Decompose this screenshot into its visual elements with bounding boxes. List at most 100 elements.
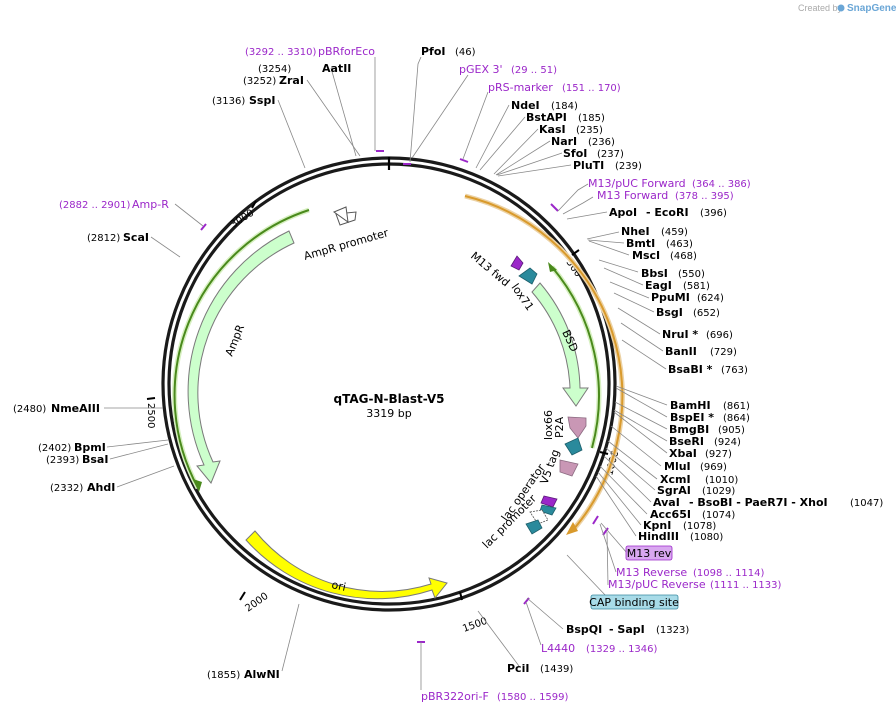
site-name-bsgi: BsgI: [656, 306, 683, 319]
site-name-bspqi: BspQI: [566, 623, 602, 636]
leader-pluti: [497, 164, 572, 177]
site-pos-nhei: (459): [661, 227, 688, 238]
orf-green-right: [551, 266, 600, 449]
site-name-aatii: AatII: [322, 62, 351, 75]
site-pos-banii: (729): [710, 347, 737, 358]
site-pos-aatii: (3254): [258, 64, 291, 75]
primer-range-m13-fwd: (378 .. 395): [675, 191, 734, 202]
primer-range-prs: (151 .. 170): [562, 83, 621, 94]
site-name-scai: ScaI: [123, 231, 149, 244]
site-name-alwni: AlwNI: [244, 668, 280, 681]
site-extra-apoi: - EcoRI: [646, 206, 689, 219]
site-pos-bspei: (864): [723, 413, 750, 424]
leader-bamhi: [615, 385, 668, 406]
site-pos-nmeaiii: (2480): [13, 404, 46, 415]
site-name-bseri: BseRI: [669, 435, 704, 448]
ampr-arrow: [187, 230, 295, 484]
leader-nari: [495, 140, 551, 176]
site-name-ppumi: PpuMI: [651, 291, 690, 304]
tick-500: [571, 249, 580, 256]
leader-bsabi: [621, 339, 667, 370]
leader-sspi: [277, 99, 306, 169]
site-name-nrui: NruI *: [662, 328, 698, 341]
leader-bbsi: [598, 259, 639, 273]
site-pos-bsai: (2393): [46, 455, 79, 466]
site-pos-sfoi: (237): [597, 149, 624, 160]
primer-mark-m13-puc-rev: [602, 527, 609, 536]
site-pos-zrai: (3252): [243, 76, 276, 87]
pink-feature-2-icon: [559, 459, 579, 477]
site-pos-bpmi: (2402): [38, 443, 71, 454]
tick-1000: [599, 451, 609, 455]
primer-name-m13-fwd: M13 Forward: [597, 189, 668, 202]
bsd-arrow: [531, 282, 589, 407]
site-pos-xbai: (927): [705, 449, 732, 460]
primer-range-l4440: (1329 .. 1346): [586, 644, 658, 655]
ampr-label: AmpR: [223, 322, 247, 358]
site-pos-ndei: (184): [551, 101, 578, 112]
primer-name-pbrforeco: pBRforEco: [318, 45, 375, 58]
leader-lines: [104, 56, 668, 690]
site-name-sgrai: SgrAI: [657, 484, 691, 497]
site-pos-bseri: (924): [714, 437, 741, 448]
lox66-label: lox66: [542, 410, 555, 440]
site-name-bsabi: BsaBI *: [668, 363, 713, 376]
site-name-xbai: XbaI: [669, 447, 697, 460]
site-pos-msci: (468): [670, 251, 697, 262]
site-name-sfoi: SfoI: [563, 147, 587, 160]
leader-pcii: [477, 610, 520, 667]
leader-bspei: [615, 387, 668, 418]
lox66-arrow-icon: [564, 437, 583, 456]
leader-bmti: [587, 239, 625, 244]
leader-sfoi: [496, 152, 563, 176]
m13-rev-box-label: M13 rev: [627, 547, 672, 560]
cap-binding-box: [590, 594, 679, 610]
lox71-label: lox71: [509, 281, 537, 313]
site-name-xcmi: XcmI: [660, 473, 691, 486]
leader-bsgi: [613, 292, 655, 313]
site-name-banii: BanII: [665, 345, 697, 358]
tick-label-1500: 1500: [461, 616, 489, 635]
leader-sgrai: [605, 447, 656, 491]
site-pos-bspqi: (1323): [656, 625, 689, 636]
site-name-bpmi: BpmI: [74, 441, 106, 454]
site-name-nari: NarI: [551, 135, 577, 148]
watermark-text: Created by: [798, 3, 843, 13]
site-pos-nrui: (696): [706, 330, 733, 341]
primer-mark-m13-fwd: [550, 203, 559, 212]
site-name-ahdi: AhdI: [87, 481, 115, 494]
site-pos-pfoi: (46): [455, 47, 476, 58]
site-name-nmeaiii: NmeAIII: [51, 402, 100, 415]
site-pos-xcmi: (1010): [705, 475, 738, 486]
leader-msci: [588, 240, 630, 256]
leader-xbai: [613, 411, 668, 454]
site-pos-nari: (236): [588, 137, 615, 148]
site-pos-ahdi: (2332): [50, 483, 83, 494]
leader-m13-fwd: [562, 196, 594, 215]
leader-banii: [620, 322, 664, 352]
leader-m13-rev-box: [600, 522, 628, 554]
lac-operator-icon: [539, 504, 557, 516]
site-pos-bamhi: (861): [723, 401, 750, 412]
ori-label: ori: [330, 578, 347, 594]
site-pos-bmti: (463): [666, 239, 693, 250]
site-name-bamhi: BamHI: [670, 399, 711, 412]
leader-bspqi: [526, 597, 564, 630]
site-pos-sspi: (3136): [212, 96, 245, 107]
primer-range-m13-puc-rev: (1111 .. 1133): [710, 580, 782, 591]
sites-left: (3254) AatII (3252) ZraI (3136) SspI (28…: [13, 62, 351, 681]
site-pos-pcii: (1439): [540, 664, 573, 675]
site-pos-bmgbi: (905): [718, 425, 745, 436]
orf-green-right-arrow-icon: [548, 262, 557, 272]
primer-name-m13-reverse: M13 Reverse: [616, 566, 687, 579]
plasmid-name: qTAG-N-Blast-V5: [334, 392, 445, 406]
site-pos-bstapi: (185): [578, 113, 605, 124]
primer-range-amp-r: (2882 .. 2901): [59, 200, 131, 211]
feature-boxes: M13 rev CAP binding site: [589, 545, 679, 610]
site-pos-acc65i: (1074): [702, 510, 735, 521]
tick-2500: [146, 397, 156, 400]
plasmid-center: qTAG-N-Blast-V5 3319 bp: [334, 392, 445, 420]
leader-ndei: [475, 104, 510, 169]
site-name-zrai: ZraI: [279, 74, 304, 87]
site-name-nhei: NheI: [621, 225, 650, 238]
